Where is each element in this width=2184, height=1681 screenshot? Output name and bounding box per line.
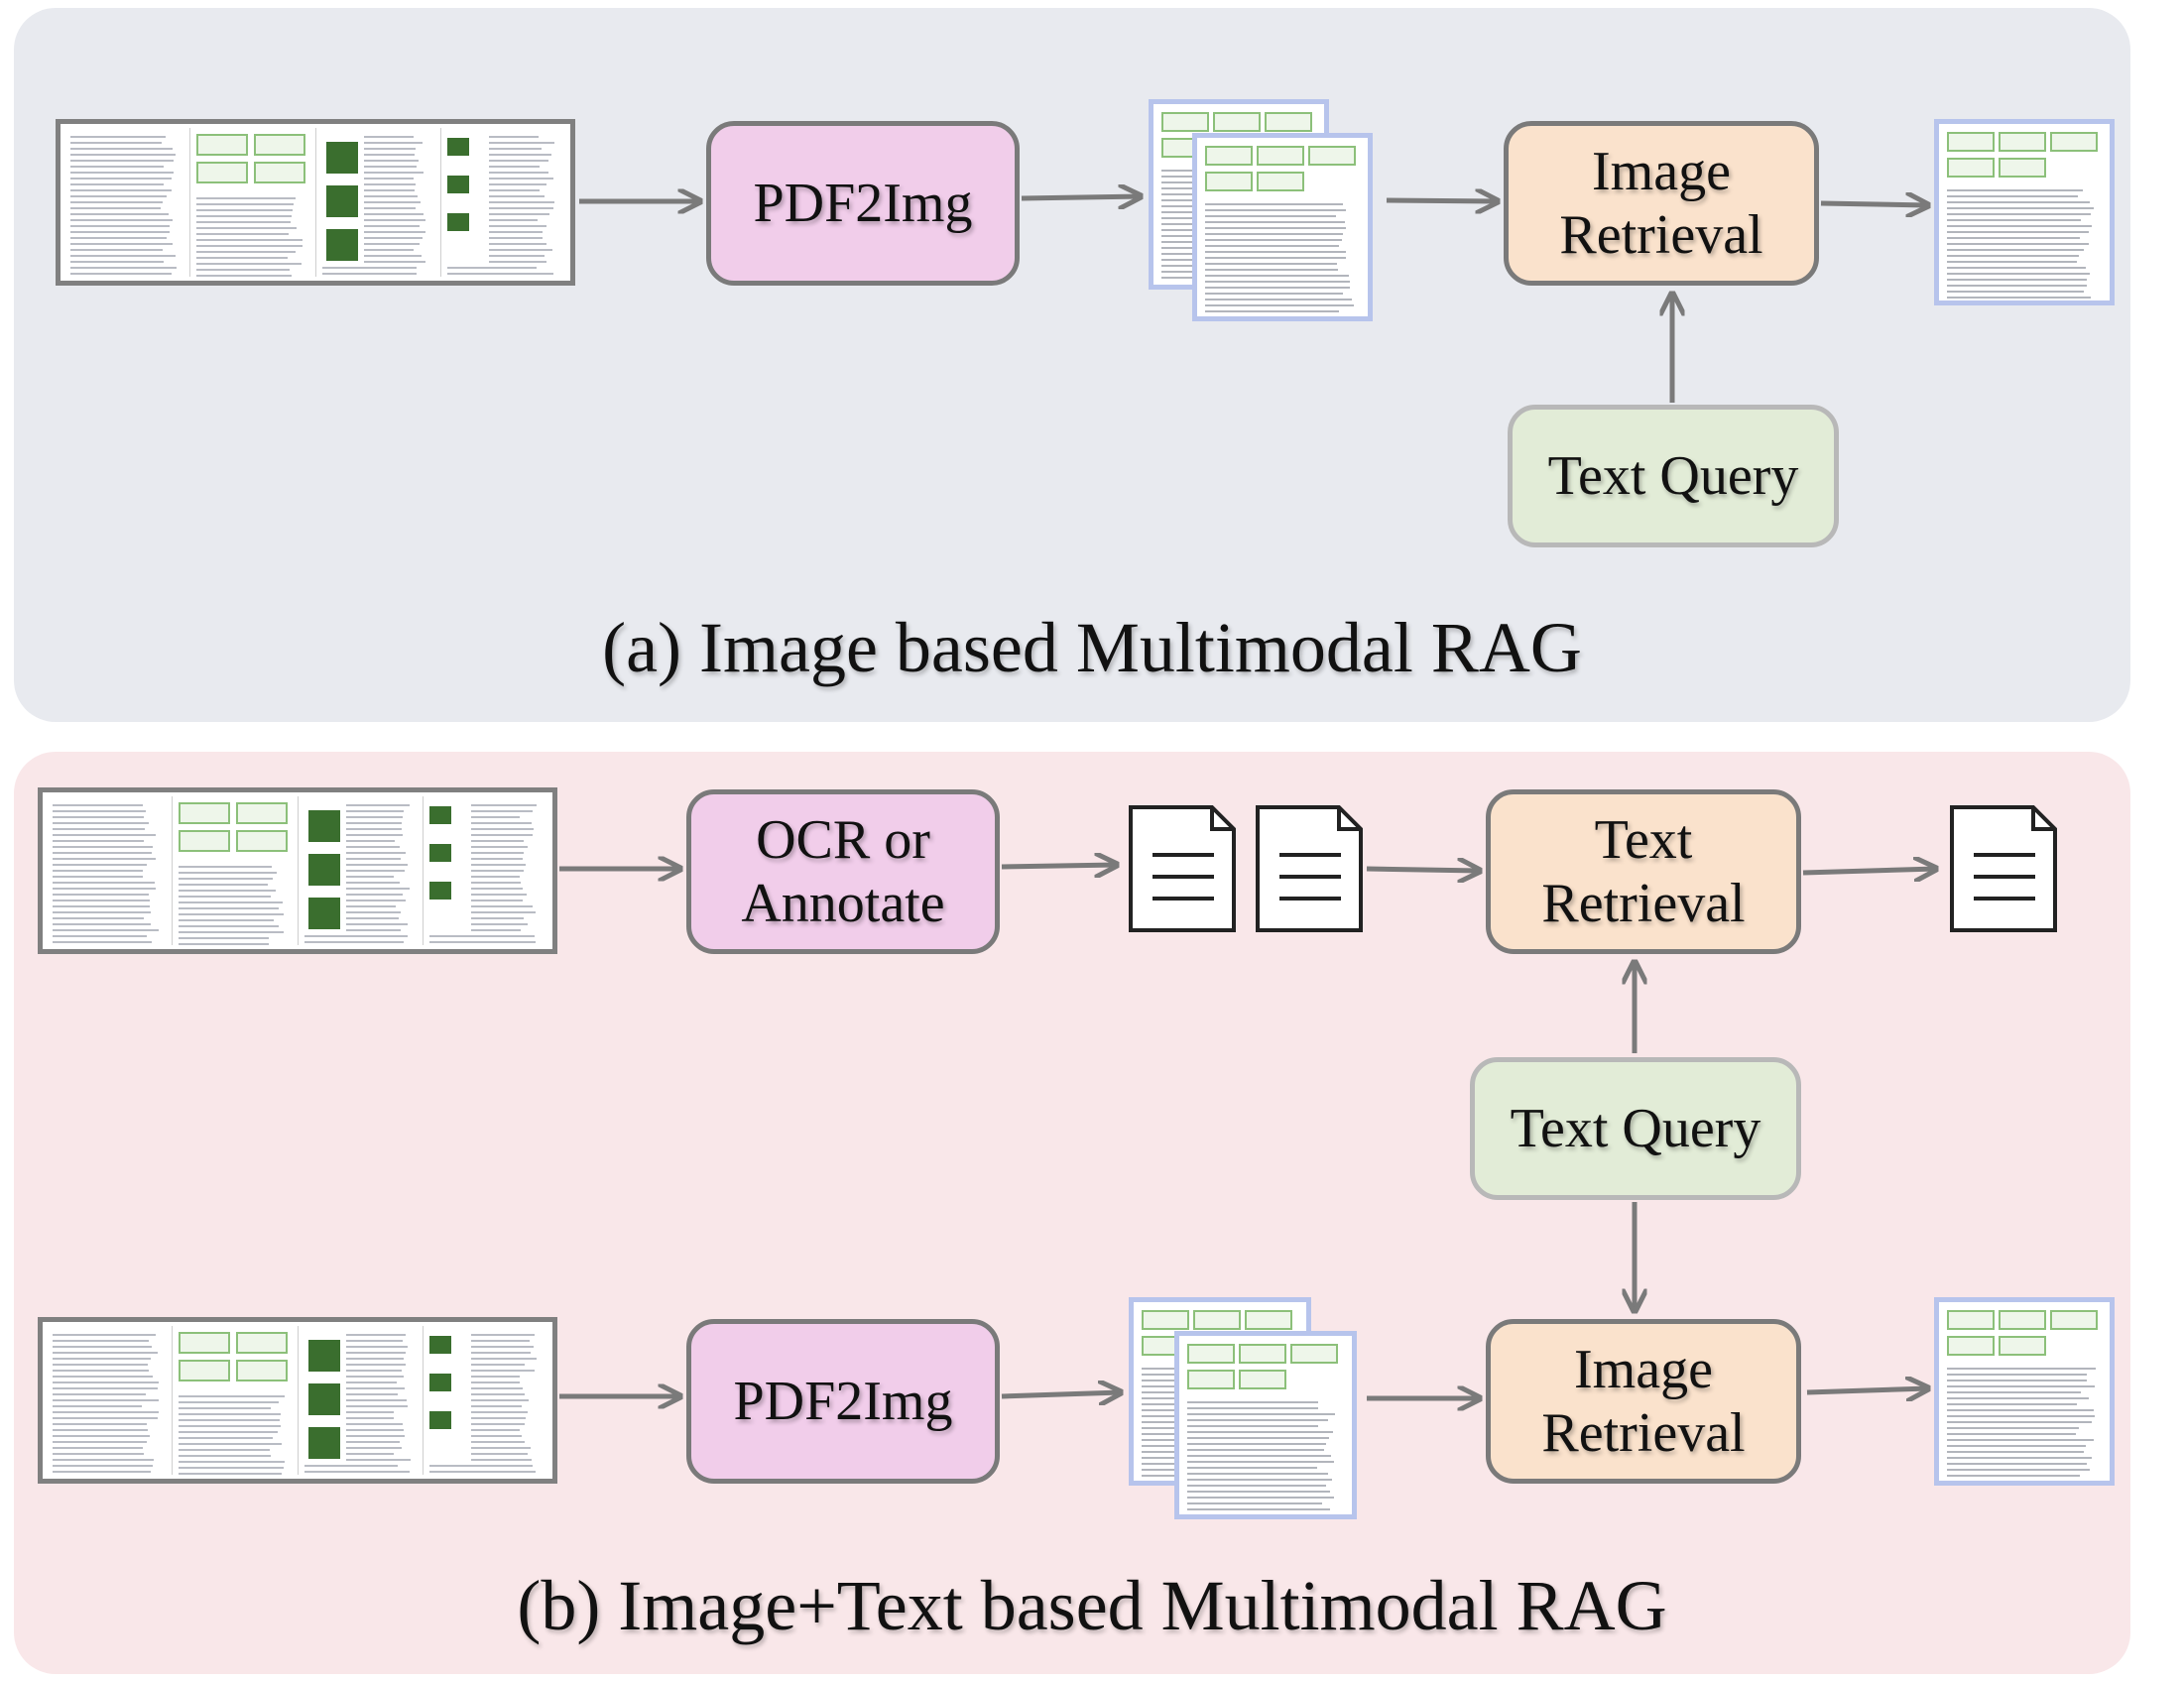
ocr-label: OCR or Annotate [741, 809, 945, 934]
pdf2img-label: PDF2Img [733, 1371, 953, 1432]
strip-page [47, 1326, 173, 1475]
image-retrieval-box: Image Retrieval [1504, 121, 1819, 286]
text-retrieval-label: Text Retrieval [1541, 809, 1746, 934]
document-text-icon [1256, 805, 1363, 932]
strip-page [64, 128, 190, 277]
arrow-docs-to-text-retrieval [1366, 869, 1480, 871]
strip-page [299, 1326, 425, 1475]
arrow-pages-to-retrieval [1386, 200, 1498, 201]
text-retrieval-box: Text Retrieval [1486, 789, 1801, 954]
retrieved-page-icon [1934, 119, 2115, 305]
pdf2img-box: PDF2Img [706, 121, 1020, 286]
image-retrieval-box: Image Retrieval [1486, 1319, 1801, 1484]
text-query-label: Text Query [1510, 1098, 1761, 1159]
strip-page [441, 128, 566, 277]
text-query-label: Text Query [1547, 445, 1799, 507]
text-query-box: Text Query [1508, 405, 1839, 547]
page-image-icon [1174, 1331, 1357, 1519]
strip-page [316, 128, 442, 277]
strip-page [173, 1326, 299, 1475]
arrow-pdf2img-to-pages [1021, 196, 1141, 198]
arrow-text-retrieval-to-doc [1802, 869, 1936, 873]
arrow-ocr-to-docs [1001, 865, 1117, 867]
document-text-icon [1950, 805, 2057, 932]
strip-page [424, 1326, 548, 1475]
ocr-box: OCR or Annotate [686, 789, 1000, 954]
pdf-strip-icon [38, 1317, 557, 1484]
strip-page [299, 796, 425, 945]
pdf2img-box: PDF2Img [686, 1319, 1000, 1484]
image-retrieval-label: Image Retrieval [1541, 1339, 1746, 1464]
retrieved-page-icon [1934, 1297, 2115, 1486]
page-image-icon [1192, 133, 1373, 321]
caption-a: (a) Image based Multimodal RAG [602, 608, 1582, 687]
document-text-icon [1129, 805, 1236, 932]
pdf2img-label: PDF2Img [753, 173, 973, 234]
caption-b: (b) Image+Text based Multimodal RAG [517, 1566, 1667, 1645]
arrow-image-retrieval-to-result-b [1806, 1388, 1928, 1392]
pdf-strip-icon [38, 787, 557, 954]
pdf-strip-icon [56, 119, 575, 286]
arrow-retrieval-to-result [1820, 203, 1928, 205]
strip-page [190, 128, 316, 277]
image-retrieval-label: Image Retrieval [1559, 141, 1763, 266]
text-query-box: Text Query [1470, 1057, 1801, 1200]
strip-page [424, 796, 548, 945]
strip-page [173, 796, 299, 945]
arrow-pdf2img-to-pages-b [1001, 1392, 1121, 1396]
strip-page [47, 796, 173, 945]
